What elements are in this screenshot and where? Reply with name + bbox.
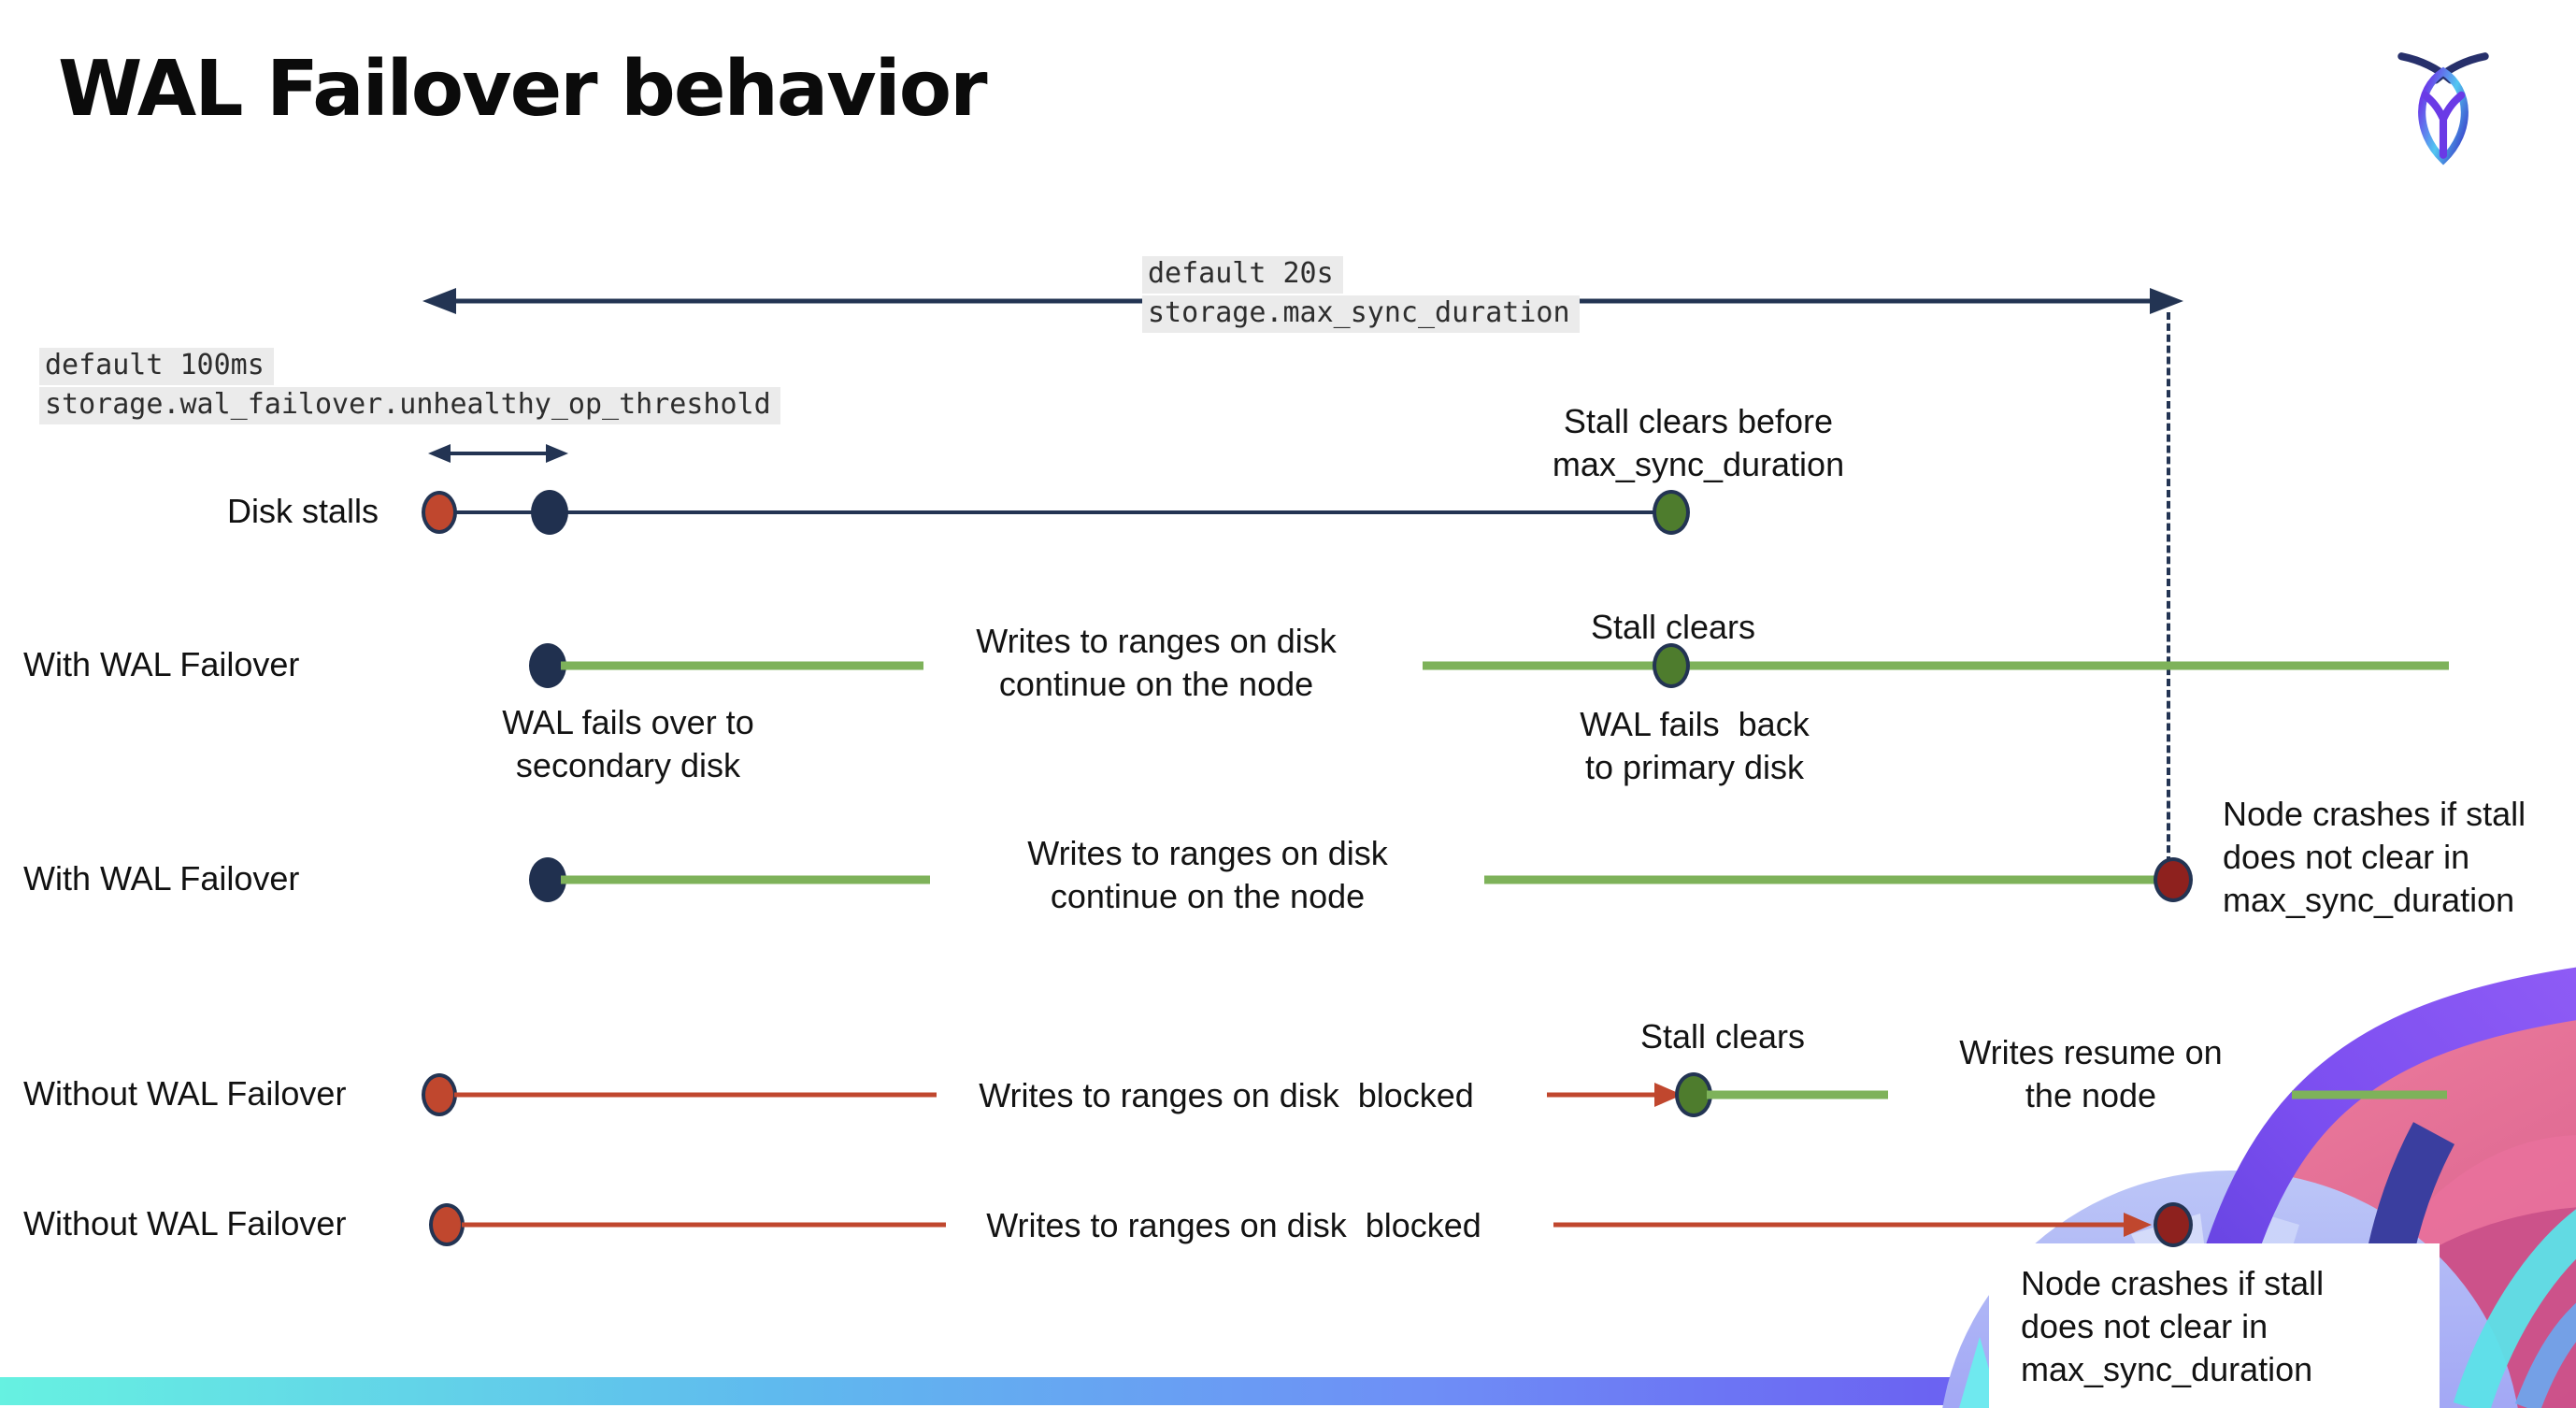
failover-dot bbox=[529, 643, 566, 688]
stall-start-dot bbox=[422, 491, 457, 534]
annotation-node-crashes-1: Node crashes if stall does not clear in … bbox=[2223, 795, 2526, 920]
annotation-node-crashes-2: Node crashes if stall does not clear in … bbox=[2021, 1264, 2325, 1389]
arrowhead-right-icon bbox=[2150, 288, 2183, 314]
writes-blocked-line bbox=[1553, 1222, 2125, 1228]
node-crashes-callout-box bbox=[1989, 1243, 2440, 1408]
annotation-writes-resume: Writes resume on the node bbox=[1959, 1033, 2223, 1115]
row-label-with-wal-failover-1: With WAL Failover bbox=[23, 645, 300, 683]
annotation-writes-continue-2: Writes to ranges on disk continue on the… bbox=[1027, 834, 1388, 916]
stall-clear-dot bbox=[1675, 1072, 1712, 1117]
writes-continue-line bbox=[561, 875, 930, 884]
stall-start-dot bbox=[422, 1073, 457, 1116]
row-label-with-wal-failover-2: With WAL Failover bbox=[23, 859, 300, 898]
arrowhead-left-small-icon bbox=[428, 444, 451, 463]
unhealthy-op-threshold-setting-label: default 100ms storage.wal_failover.unhea… bbox=[39, 348, 780, 426]
node-crash-dot bbox=[2154, 857, 2193, 902]
writes-continue-line bbox=[1484, 875, 2168, 884]
cockroachdb-logo-icon bbox=[2395, 43, 2492, 166]
row-label-without-wal-failover-2: Without WAL Failover bbox=[23, 1204, 347, 1243]
arrowhead-left-icon bbox=[422, 288, 456, 314]
setting-name: storage.max_sync_duration bbox=[1142, 295, 1580, 333]
stall-start-dot bbox=[429, 1203, 465, 1246]
arrowhead-right-small-icon bbox=[546, 444, 568, 463]
timeline-disk-stall bbox=[439, 510, 1671, 514]
writes-blocked-line bbox=[1547, 1092, 1657, 1098]
writes-blocked-line bbox=[454, 1092, 937, 1098]
max-sync-duration-setting-label: default 20s storage.max_sync_duration bbox=[1142, 256, 1580, 335]
writes-blocked-line bbox=[462, 1222, 946, 1228]
red-arrowhead-icon bbox=[2124, 1213, 2152, 1237]
max-sync-duration-deadline-line bbox=[2167, 312, 2170, 864]
annotation-wal-fails-over: WAL fails over to secondary disk bbox=[502, 703, 754, 785]
writes-resume-line bbox=[1707, 1090, 1888, 1099]
annotation-wal-fails-back: WAL fails back to primary disk bbox=[1580, 705, 1810, 787]
annotation-stall-clears-2: Stall clears bbox=[1639, 1017, 1806, 1056]
annotation-stall-clears-1: Stall clears bbox=[1590, 608, 1756, 646]
node-crash-dot bbox=[2154, 1202, 2193, 1247]
setting-name: storage.wal_failover.unhealthy_op_thresh… bbox=[39, 387, 780, 424]
annotation-stall-clears-before: Stall clears before max_sync_duration bbox=[1552, 402, 1845, 484]
setting-default-value: default 20s bbox=[1142, 256, 1343, 294]
writes-resume-line bbox=[2292, 1090, 2447, 1099]
annotation-writes-blocked-1: Writes to ranges on disk blocked bbox=[979, 1076, 1474, 1114]
writes-continue-line bbox=[1423, 661, 2449, 670]
stall-clear-dot bbox=[1653, 643, 1690, 688]
annotation-writes-blocked-2: Writes to ranges on disk blocked bbox=[986, 1206, 1481, 1244]
failover-threshold-dot bbox=[531, 490, 568, 535]
row-label-disk-stalls: Disk stalls bbox=[227, 492, 379, 530]
failover-dot bbox=[529, 857, 566, 902]
unhealthy-op-threshold-span-arrow bbox=[443, 452, 551, 455]
writes-continue-line bbox=[561, 661, 923, 670]
row-label-without-wal-failover-1: Without WAL Failover bbox=[23, 1074, 347, 1113]
setting-default-value: default 100ms bbox=[39, 348, 274, 385]
page-title: WAL Failover behavior bbox=[58, 45, 988, 134]
annotation-writes-continue-1: Writes to ranges on disk continue on the… bbox=[976, 622, 1337, 704]
stall-clear-dot bbox=[1653, 490, 1690, 535]
